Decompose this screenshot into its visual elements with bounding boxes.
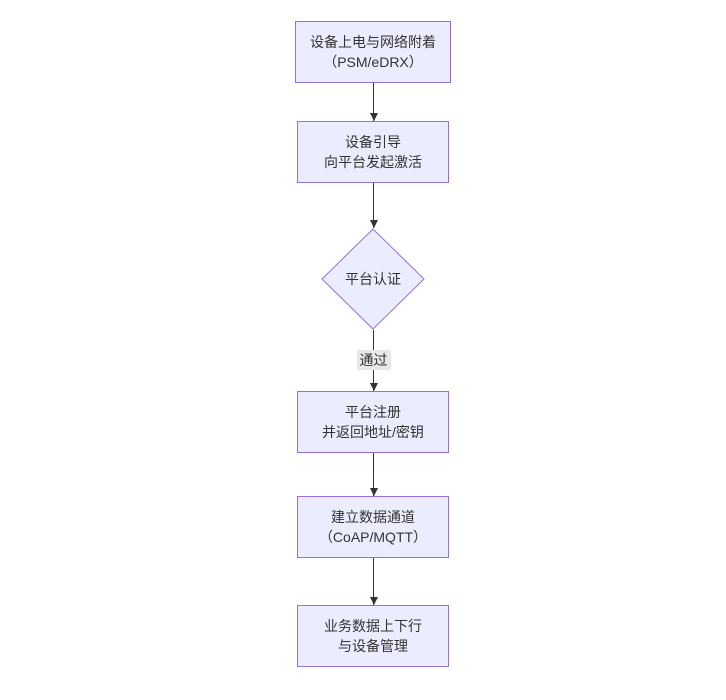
flow-edge-4 [369,453,378,496]
flow-edge-5 [369,558,378,605]
arrowhead-icon [369,597,378,605]
arrowhead-icon [369,488,378,496]
flow-edge-2 [369,183,378,228]
node-text: 设备引导 [345,134,401,150]
flow-edge-1 [369,83,378,121]
diamond-shape [321,228,425,330]
flow-edge-3: 通过 [356,330,391,391]
decision-label: 平台认证 [345,271,401,287]
node-text: 与设备管理 [338,638,408,654]
flow-node-platform-register: 平台注册 并返回地址/密钥 [297,391,449,453]
node-text: （CoAP/MQTT） [318,529,428,545]
node-text: 建立数据通道 [331,509,415,525]
arrowhead-icon [369,383,378,391]
flow-node-device-bootstrap: 设备引导 向平台发起激活 [297,121,449,183]
flow-decision-platform-auth: 平台认证 [321,228,425,330]
flow-node-data-channel: 建立数据通道 （CoAP/MQTT） [297,496,449,558]
node-text: （PSM/eDRX） [323,54,423,70]
node-text: 平台注册 [345,404,401,420]
flow-node-power-network-attach: 设备上电与网络附着 （PSM/eDRX） [295,21,451,83]
flow-node-business-data: 业务数据上下行 与设备管理 [297,605,449,667]
node-text: 向平台发起激活 [324,154,422,170]
arrowhead-icon [369,113,378,121]
flowchart-column: 设备上电与网络附着 （PSM/eDRX） 设备引导 向平台发起激活 平台认证 通… [295,21,451,667]
node-text: 并返回地址/密钥 [322,424,424,440]
arrowhead-icon [369,220,378,228]
node-text: 业务数据上下行 [324,618,422,634]
edge-label-pass: 通过 [356,350,391,370]
node-text: 设备上电与网络附着 [310,34,436,50]
